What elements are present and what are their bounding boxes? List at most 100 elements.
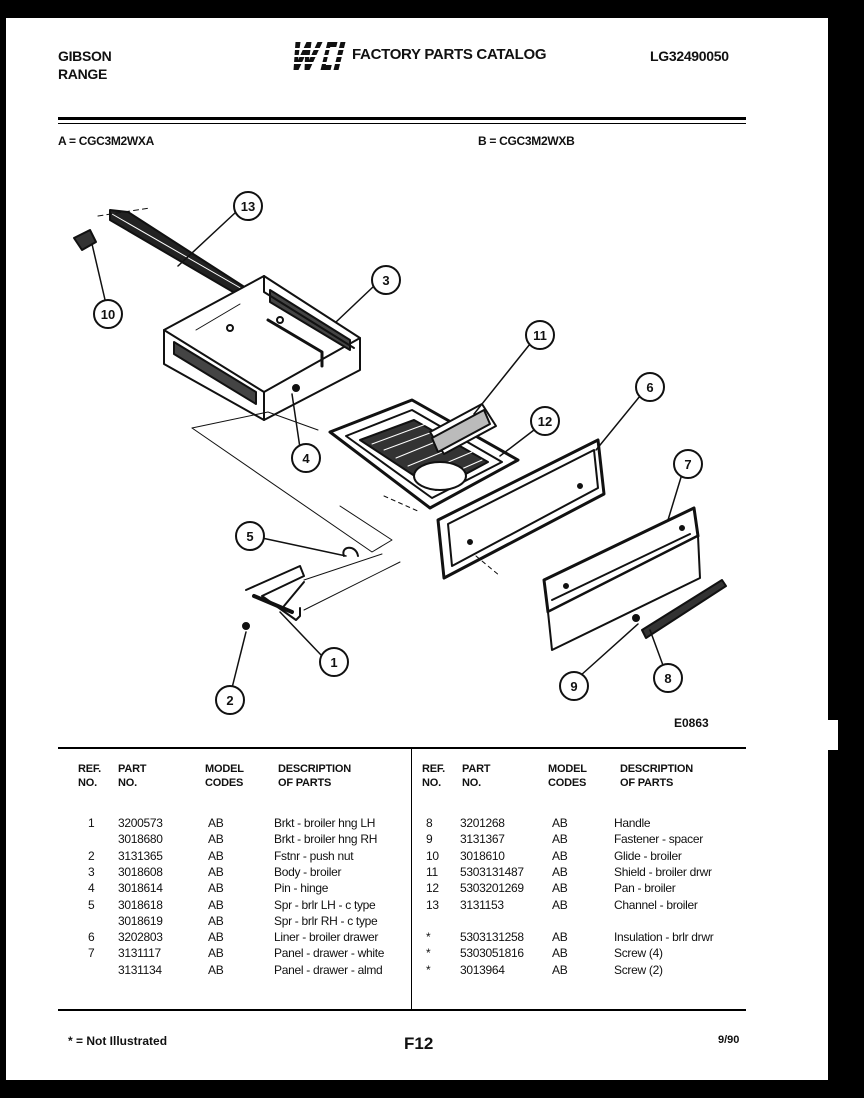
table-cell-codes: AB bbox=[552, 832, 568, 847]
table-cell-desc: Handle bbox=[614, 816, 651, 830]
table-cell-part: 5303131487 bbox=[460, 864, 524, 879]
table-cell-ref: 10 bbox=[426, 848, 439, 863]
header-ref-no-right: REF.NO. bbox=[422, 763, 446, 789]
table-cell-desc: Panel - drawer - white bbox=[274, 946, 385, 961]
part-glide bbox=[73, 229, 97, 251]
table-cell-codes: AB bbox=[552, 897, 568, 912]
table-cell-ref: 5 bbox=[88, 897, 95, 912]
scan-edge-left bbox=[0, 0, 6, 1098]
table-cell-codes: AB bbox=[208, 816, 224, 830]
table-cell-part: 3131153 bbox=[460, 897, 504, 912]
table-cell-desc: Glide - broiler bbox=[614, 848, 682, 863]
header-rule bbox=[58, 117, 746, 120]
table-cell-desc: Brkt - broiler hng LH bbox=[274, 816, 376, 830]
table-bottom-rule bbox=[58, 1009, 746, 1011]
table-cell-ref: 4 bbox=[88, 881, 95, 896]
table-cell-codes: AB bbox=[208, 864, 224, 879]
table-cell-part: 3018619 bbox=[118, 913, 163, 928]
callout-9: 9 bbox=[570, 679, 577, 694]
callout-7: 7 bbox=[684, 457, 691, 472]
part-drawer-panel bbox=[542, 506, 701, 651]
table-cell-ref: 3 bbox=[88, 864, 95, 879]
footnote: * = Not Illustrated bbox=[68, 1034, 168, 1048]
table-cell-codes: AB bbox=[552, 881, 568, 896]
table-cell-ref: 9 bbox=[426, 832, 433, 847]
table-cell-desc: Insulation - brlr drwr bbox=[614, 930, 714, 945]
table-cell-part: 5303131258 bbox=[460, 930, 524, 945]
table-cell-desc: Pan - broiler bbox=[614, 881, 676, 896]
wci-logo bbox=[288, 42, 348, 70]
table-cell-part: 3131134 bbox=[118, 962, 162, 977]
table-cell-ref: 13 bbox=[426, 897, 439, 912]
table-cell-part: 3131367 bbox=[460, 832, 505, 847]
callout-12: 12 bbox=[538, 414, 552, 429]
callout-1: 1 bbox=[330, 655, 337, 670]
page-number: F12 bbox=[404, 1034, 434, 1053]
table-cell-ref: 2 bbox=[88, 848, 95, 863]
part-pin-hinge bbox=[292, 384, 300, 392]
table-cell-codes: AB bbox=[552, 848, 568, 863]
table-cell-desc: Pin - hinge bbox=[274, 881, 329, 896]
callout-5: 5 bbox=[246, 529, 253, 544]
table-cell-part: 5303201269 bbox=[460, 881, 524, 896]
figure-id: E0863 bbox=[674, 716, 709, 730]
table-cell-codes: AB bbox=[208, 913, 224, 928]
table-cell-part: 3200573 bbox=[118, 816, 163, 830]
table-cell-desc: Shield - broiler drwr bbox=[614, 864, 712, 879]
table-column-divider bbox=[411, 749, 412, 1009]
table-cell-desc: Spr - brlr LH - c type bbox=[274, 897, 376, 912]
table-cell-desc: Body - broiler bbox=[274, 864, 342, 879]
table-cell-ref: * bbox=[426, 946, 431, 961]
part-hinge-bracket bbox=[245, 553, 401, 621]
part-broiler-liner bbox=[436, 438, 606, 580]
table-cell-codes: AB bbox=[208, 881, 224, 896]
table-cell-codes: AB bbox=[552, 946, 568, 961]
table-cell-ref: 6 bbox=[88, 930, 95, 945]
table-cell-ref: * bbox=[426, 962, 431, 977]
callout-6: 6 bbox=[646, 380, 653, 395]
table-cell-ref: 7 bbox=[88, 946, 95, 961]
part-spring bbox=[342, 546, 359, 557]
header-rule-thin bbox=[58, 123, 746, 124]
table-top-rule bbox=[58, 747, 746, 749]
table-cell-desc: Fastener - spacer bbox=[614, 832, 703, 847]
table-cell-part: 3018618 bbox=[118, 897, 163, 912]
model-b-label: B = CGC3M2WXB bbox=[478, 134, 575, 148]
table-cell-codes: AB bbox=[552, 930, 568, 945]
table-cell-desc: Liner - broiler drawer bbox=[274, 930, 379, 945]
table-cell-codes: AB bbox=[208, 946, 224, 961]
table-cell-ref: 12 bbox=[426, 881, 439, 896]
catalog-title: FACTORY PARTS CATALOG bbox=[352, 46, 547, 63]
table-cell-desc: Screw (2) bbox=[614, 962, 663, 977]
table-cell-desc: Fstnr - push nut bbox=[274, 848, 354, 863]
table-cell-desc: Channel - broiler bbox=[614, 897, 698, 912]
callout-4: 4 bbox=[302, 451, 310, 466]
exploded-parts-diagram: 13 10 3 11 6 12 4 7 5 1 9 8 2 bbox=[73, 191, 727, 715]
table-cell-codes: AB bbox=[552, 816, 568, 830]
table-cell-part: 5303051816 bbox=[460, 946, 524, 961]
table-cell-desc: Spr - brlr RH - c type bbox=[274, 913, 378, 928]
table-cell-part: 3018608 bbox=[118, 864, 163, 879]
part-spacer bbox=[632, 614, 640, 622]
callout-2: 2 bbox=[226, 693, 233, 708]
callout-3: 3 bbox=[382, 273, 389, 288]
part-push-nut bbox=[242, 622, 250, 630]
callout-11: 11 bbox=[533, 328, 547, 343]
part-channel-broiler bbox=[97, 207, 247, 297]
callout-13: 13 bbox=[241, 199, 255, 214]
table-cell-ref: 8 bbox=[426, 816, 433, 830]
scan-edge-right bbox=[828, 0, 864, 1098]
part-shield bbox=[429, 403, 497, 455]
table-cell-codes: AB bbox=[208, 930, 224, 945]
table-cell-codes: AB bbox=[208, 832, 224, 847]
table-cell-part: 3201268 bbox=[460, 816, 505, 830]
brand-name: GIBSON bbox=[58, 48, 112, 64]
part-broiler-body bbox=[163, 275, 361, 421]
catalog-number: LG32490050 bbox=[650, 48, 729, 64]
revision-date: 9/90 bbox=[718, 1034, 740, 1046]
part-broiler-pan bbox=[328, 398, 520, 510]
